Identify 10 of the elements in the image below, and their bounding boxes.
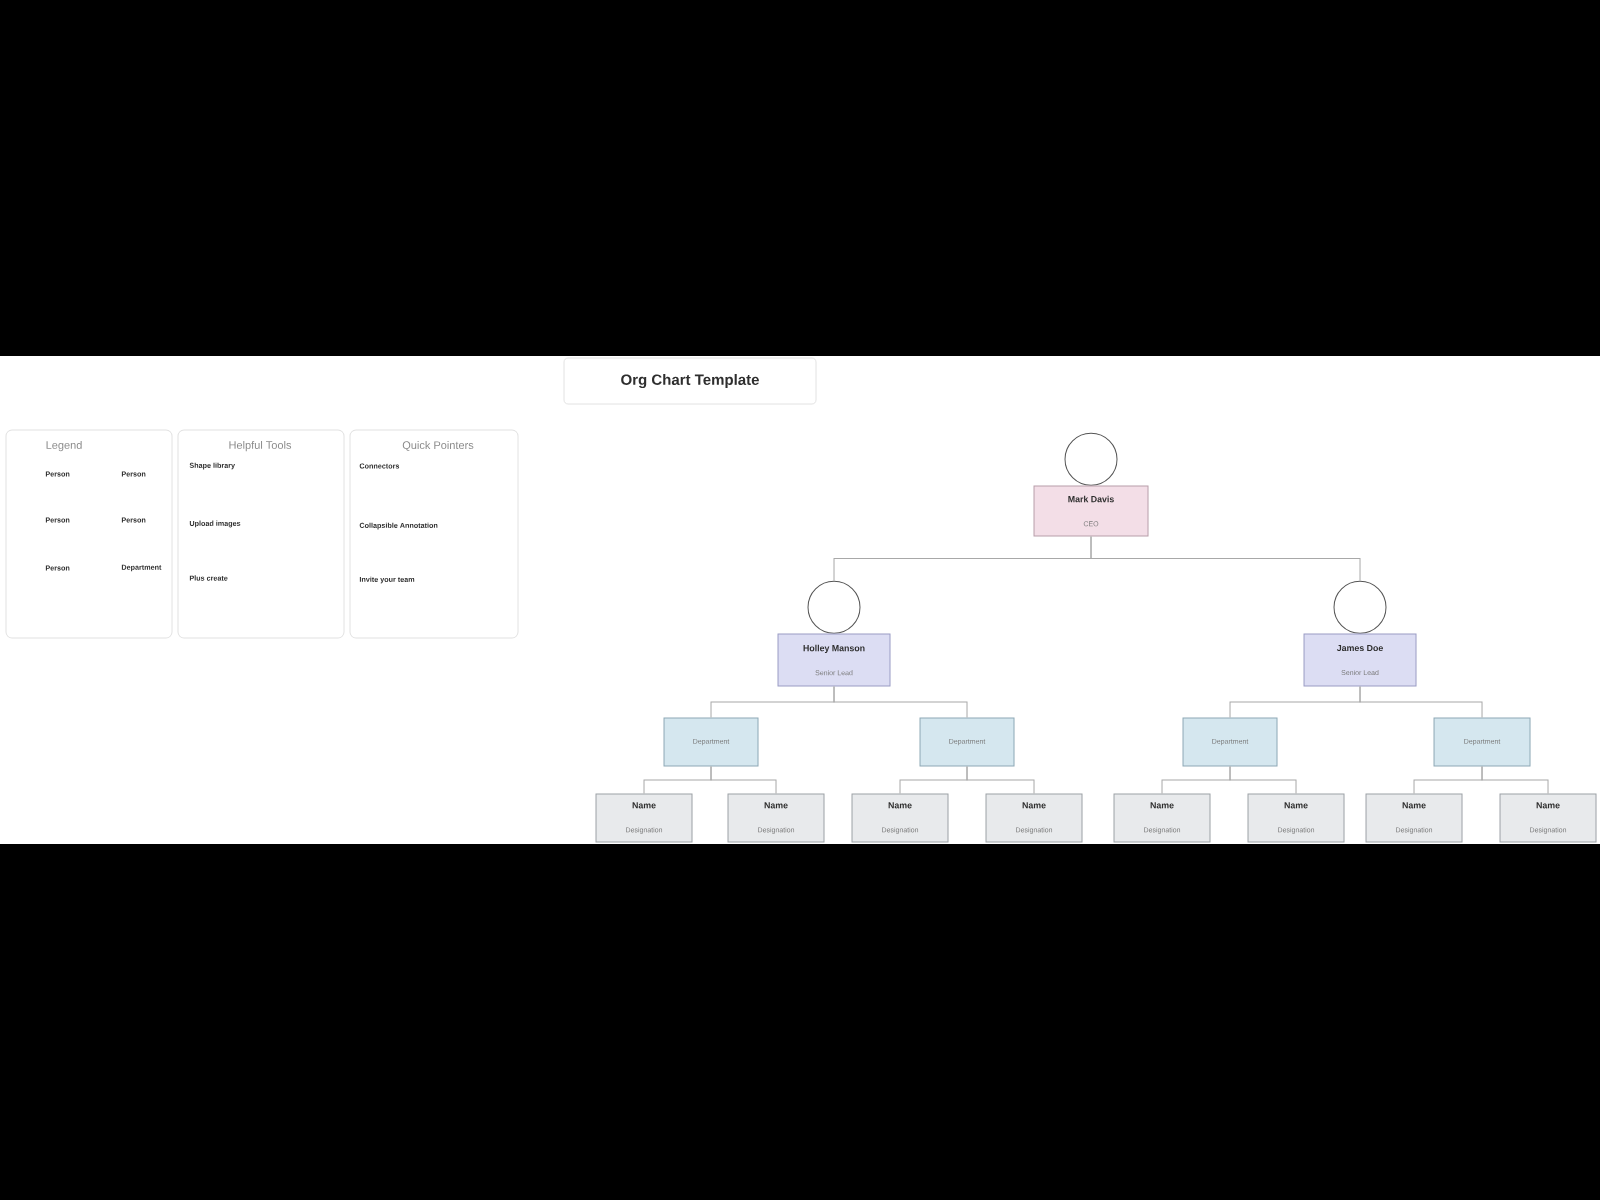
avatar-circle <box>807 580 861 634</box>
connector-line <box>1090 536 1361 582</box>
avatar-circle <box>1333 580 1387 634</box>
connector-line <box>1481 766 1549 794</box>
connector-line <box>1359 686 1483 718</box>
connector-line <box>710 766 777 794</box>
connector-line <box>966 766 1035 794</box>
connector-line <box>833 686 968 718</box>
connector-line <box>1229 766 1297 794</box>
avatar-circle <box>1064 432 1118 486</box>
